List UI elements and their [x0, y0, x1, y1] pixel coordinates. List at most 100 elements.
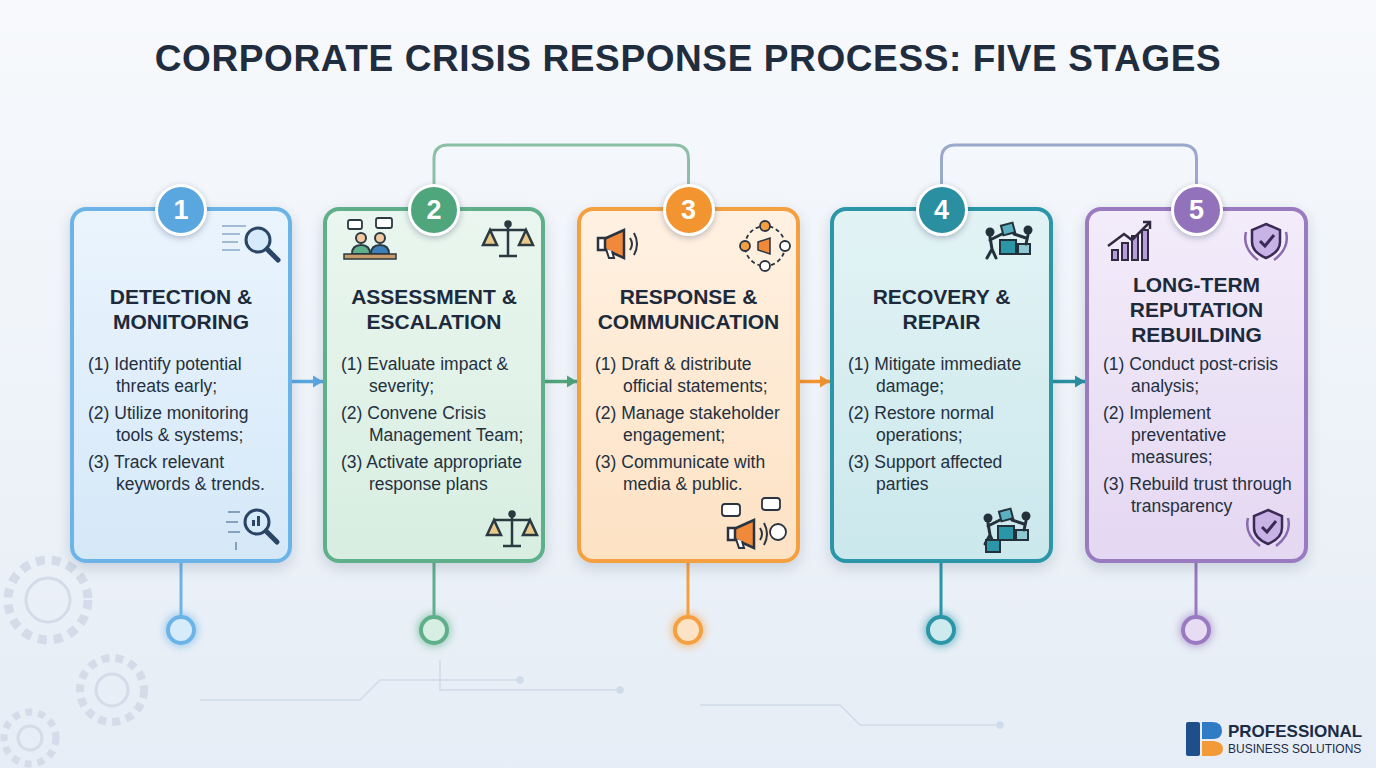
stage-heading-area: DETECTION & MONITORING	[82, 265, 280, 353]
stage-item: (3) Rebuild trust through transparency	[1103, 473, 1294, 517]
stage-heading-area: RESPONSE & COMMUNICATION	[589, 265, 788, 353]
stage-heading: RESPONSE & COMMUNICATION	[589, 284, 788, 334]
stage-item: (3) Activate appropriate response plans	[341, 451, 531, 495]
circuit-lines-part	[440, 660, 620, 690]
flow-arrow	[1053, 375, 1085, 387]
stage-card: ASSESSMENT & ESCALATION (1) Evaluate impa…	[323, 207, 545, 563]
circuit-lines-part	[997, 722, 1003, 728]
gear-decoration-part	[18, 726, 42, 750]
title-underline	[420, 95, 956, 97]
arrow-head	[567, 375, 577, 387]
stage-item: (2) Restore normal operations;	[848, 402, 1039, 446]
connector-line	[800, 380, 830, 384]
stage-item: (2) Convene Crisis Management Team;	[341, 402, 531, 446]
stage-card: RECOVERY & REPAIR (1) Mitigate immediate …	[830, 207, 1053, 563]
logo-block	[1202, 741, 1223, 756]
timeline-stem	[940, 563, 943, 617]
timeline-dot	[1183, 617, 1209, 643]
timeline-glow	[1180, 614, 1212, 646]
stage-item: (2) Manage stakeholder engagement;	[595, 402, 786, 446]
connector-line	[942, 145, 1197, 183]
circuit-lines-part	[700, 705, 1000, 725]
stage-number: 4	[934, 195, 949, 226]
timeline-glow	[418, 614, 450, 646]
stage-heading: ASSESSMENT & ESCALATION	[335, 284, 533, 334]
timeline-glow	[925, 614, 957, 646]
flow-arrow	[800, 375, 830, 387]
stage-card: LONG-TERM REPUTATION REBUILDING(1) Condu…	[1085, 207, 1308, 563]
stage-item: (1) Identify potential threats early;	[88, 353, 278, 397]
arrow-head	[820, 375, 830, 387]
connector-line	[292, 380, 323, 384]
connector-line	[1053, 380, 1085, 384]
stage-body: (1) Conduct post-crisis analysis; (2) Imp…	[1103, 353, 1294, 522]
stage-heading: LONG-TERM REPUTATION REBUILDING	[1097, 272, 1296, 347]
timeline-stem	[1195, 563, 1198, 617]
circuit-lines	[200, 660, 1003, 728]
gear-decoration	[4, 560, 144, 764]
bracket-connector	[434, 145, 689, 183]
stage-card: DETECTION & MONITORING (1) Identify poten…	[70, 207, 292, 563]
stage-number-circle: 1	[155, 184, 207, 236]
stage-number-circle: 4	[916, 184, 968, 236]
circuit-lines-part	[200, 680, 520, 700]
circuit-lines-part	[517, 677, 523, 683]
stage-heading-area: ASSESSMENT & ESCALATION	[335, 265, 533, 353]
timeline-dot	[928, 617, 954, 643]
stage-number: 3	[681, 195, 696, 226]
stage-number-circle: 3	[663, 184, 715, 236]
stage-number: 1	[173, 195, 188, 226]
stage-body: (1) Evaluate impact & severity; (2) Conve…	[341, 353, 531, 500]
flow-arrow	[292, 375, 323, 387]
stage-item: (1) Conduct post-crisis analysis;	[1103, 353, 1294, 397]
stage-body: (1) Draft & distribute official statemen…	[595, 353, 786, 500]
stage-item: (1) Draft & distribute official statemen…	[595, 353, 786, 397]
gear-decoration-part	[8, 560, 88, 640]
stage-number: 2	[426, 195, 441, 226]
brand-name: PROFESSIONAL	[1228, 722, 1362, 742]
timeline-stem	[180, 563, 183, 617]
timeline-dot	[675, 617, 701, 643]
logo-mark	[1186, 722, 1223, 756]
logo-block	[1186, 722, 1200, 756]
connector-line	[545, 380, 577, 384]
stage-item: (2) Implement preventative measures;	[1103, 402, 1294, 468]
timeline-glow	[165, 614, 197, 646]
timeline-dot	[421, 617, 447, 643]
stage-body: (1) Mitigate immediate damage; (2) Restor…	[848, 353, 1039, 500]
timeline	[165, 563, 1212, 646]
stage-item: (3) Communicate with media & public.	[595, 451, 786, 495]
gear-decoration-part	[96, 674, 128, 706]
stage-item: (1) Evaluate impact & severity;	[341, 353, 531, 397]
stage-heading: DETECTION & MONITORING	[82, 284, 280, 334]
gear-decoration-part	[80, 658, 144, 722]
arrow-head	[1075, 375, 1085, 387]
stage-item: (3) Track relevant keywords & trends.	[88, 451, 278, 495]
diagram-title: CORPORATE CRISIS RESPONSE PROCESS: FIVE …	[0, 38, 1376, 80]
stage-body: (1) Identify potential threats early; (2)…	[88, 353, 278, 500]
timeline-dot	[168, 617, 194, 643]
timeline-glow	[672, 614, 704, 646]
connector-line	[434, 145, 689, 183]
timeline-line	[181, 629, 1196, 632]
gear-decoration-part	[4, 712, 56, 764]
timeline-stem	[433, 563, 436, 617]
stage-heading-area: RECOVERY & REPAIR	[842, 265, 1041, 353]
timeline-stem	[687, 563, 690, 617]
logo-block	[1202, 722, 1222, 739]
stage-heading-area: LONG-TERM REPUTATION REBUILDING	[1097, 265, 1296, 353]
brand-tagline: BUSINESS SOLUTIONS	[1228, 742, 1361, 756]
stage-heading: RECOVERY & REPAIR	[842, 284, 1041, 334]
stage-item: (2) Utilize monitoring tools & systems;	[88, 402, 278, 446]
stage-number-circle: 5	[1171, 184, 1223, 236]
flow-arrow	[545, 375, 577, 387]
stage-item: (3) Support affected parties	[848, 451, 1039, 495]
stage-card: RESPONSE & COMMUNICATION (1) Draft & dist…	[577, 207, 800, 563]
stage-item: (1) Mitigate immediate damage;	[848, 353, 1039, 397]
gear-decoration-part	[26, 578, 70, 622]
stage-number-circle: 2	[408, 184, 460, 236]
bracket-connector	[942, 145, 1197, 183]
stage-number: 5	[1189, 195, 1204, 226]
circuit-lines-part	[617, 687, 623, 693]
